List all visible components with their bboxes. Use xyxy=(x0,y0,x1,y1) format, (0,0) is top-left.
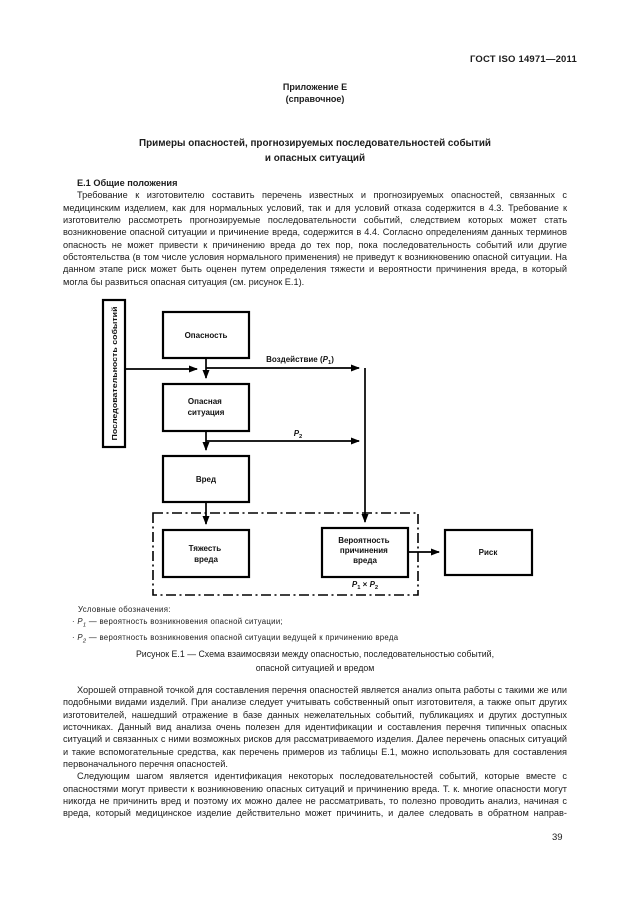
legend-text-p1: — вероятность возникновения опасной ситу… xyxy=(88,616,283,626)
risk-box xyxy=(443,528,534,577)
risk-label: Риск xyxy=(479,548,499,557)
legend-title: Условные обозначения: xyxy=(78,605,171,614)
section-e1: Е.1 Общие положения Требование к изготов… xyxy=(63,177,567,288)
document-standard-number: ГОСТ ISO 14971—2011 xyxy=(469,54,577,65)
page-title-line1: Примеры опасностей, прогнозируемых после… xyxy=(139,138,491,149)
severity-label: Тяжесть вреда xyxy=(189,544,224,564)
body-text-bottom: Хорошей отправной точкой для составления… xyxy=(63,684,567,820)
probability-box xyxy=(320,526,410,579)
sequence-of-events-box xyxy=(101,298,127,449)
hazard-label: Опасность xyxy=(185,331,228,340)
legend-item-p1: · P1 — вероятность возникновения опасной… xyxy=(72,616,398,632)
appendix-heading: Приложение Е (справочное) xyxy=(63,81,567,105)
legend-text-p2: — вероятность возникновения опасной ситу… xyxy=(88,632,399,642)
figure-diagram: Последовательность событий Опасность Опа… xyxy=(101,298,534,596)
appendix-label: Приложение Е xyxy=(282,82,348,92)
legend-bullet: · xyxy=(72,632,75,642)
analysis-boundary-box xyxy=(152,512,419,596)
legend-symbol-p2: P2 xyxy=(77,632,87,645)
legend-bullet: · xyxy=(72,616,75,626)
sequence-of-events-label: Последовательность событий xyxy=(110,307,119,441)
page-title-line2: и опасных ситуаций xyxy=(264,153,366,164)
section-heading: Е.1 Общие положения xyxy=(77,178,178,188)
figure-legend: Условные обозначения: · P1 — вероятность… xyxy=(72,604,398,648)
hazardous-situation-box xyxy=(161,382,251,433)
figure-caption-line1: Рисунок Е.1 — Схема взаимосвязи между оп… xyxy=(135,649,495,659)
hazardous-situation-label: Опасная ситуация xyxy=(188,397,225,417)
diagram-connectors xyxy=(125,358,440,556)
exposure-p1-label: Воздействие (P1) xyxy=(266,355,334,366)
page-number: 39 xyxy=(552,832,563,843)
severity-box xyxy=(161,528,251,579)
figure-caption: Рисунок Е.1 — Схема взаимосвязи между оп… xyxy=(63,648,567,675)
hazard-box xyxy=(161,310,251,360)
harm-label: Вред xyxy=(196,475,216,484)
page-title: Примеры опасностей, прогнозируемых после… xyxy=(63,136,567,166)
paragraph-next-step: Следующим шагом является идентификация н… xyxy=(63,771,567,819)
p2-label: P2 xyxy=(294,429,303,440)
probability-label: Вероятность причинения вреда xyxy=(338,536,392,565)
paragraph-starting-point: Хорошей отправной точкой для составления… xyxy=(63,685,567,770)
paragraph-general-provisions: Требование к изготовителю составить пере… xyxy=(63,190,567,287)
diagram-boxes xyxy=(101,298,534,579)
legend-item-p2: · P2 — вероятность возникновения опасной… xyxy=(72,632,398,648)
appendix-note: (справочное) xyxy=(285,94,345,104)
harm-box xyxy=(161,454,251,504)
legend-symbol-p1: P1 xyxy=(77,616,87,629)
p1-times-p2-label: P1 × P2 xyxy=(352,580,378,591)
figure-caption-line2: опасной ситуацией и вредом xyxy=(255,662,375,673)
